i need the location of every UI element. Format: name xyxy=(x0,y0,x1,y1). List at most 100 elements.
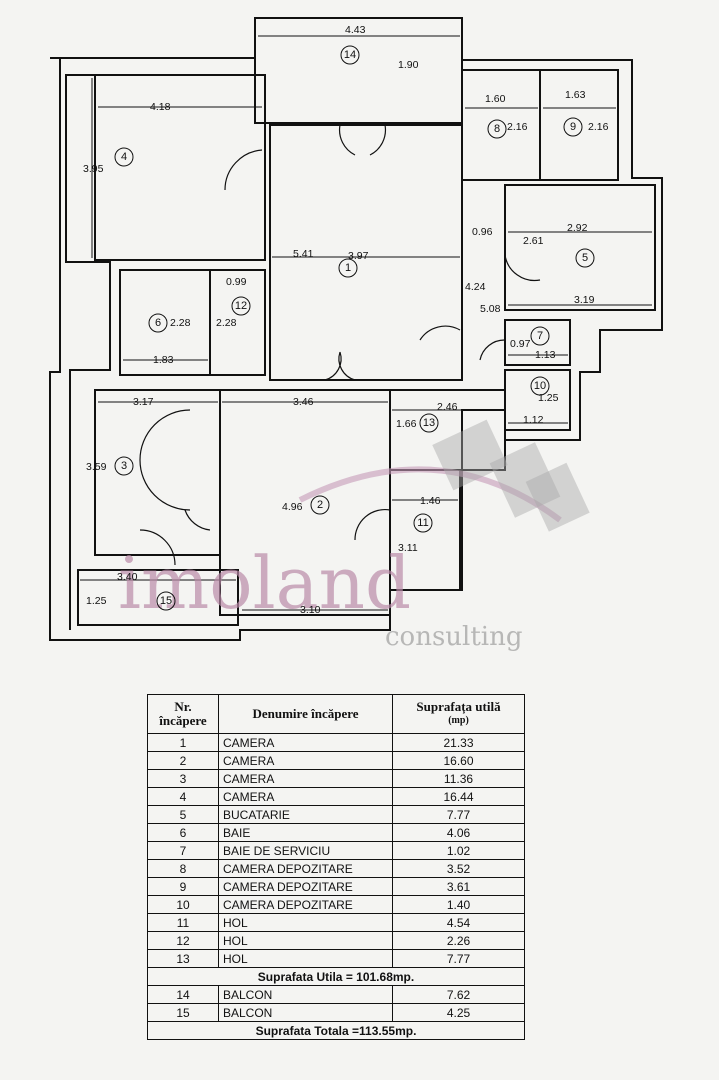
room-number-6: 6 xyxy=(155,317,161,329)
room-nr-cell: 4 xyxy=(147,787,219,806)
room-number-13: 13 xyxy=(423,417,435,429)
room-4-outline xyxy=(94,74,266,261)
room-name-cell: BAIE xyxy=(218,823,393,842)
area-header-unit: (mp) xyxy=(448,715,469,726)
room-area-cell: 7.77 xyxy=(392,805,525,824)
room-area-cell: 4.06 xyxy=(392,823,525,842)
room-area-cell: 2.26 xyxy=(392,931,525,950)
nr-header-line2: încăpere xyxy=(159,713,207,728)
room-name-cell: BALCON xyxy=(218,985,393,1004)
room-8-outline xyxy=(461,69,541,181)
room-name-cell: CAMERA xyxy=(218,769,393,788)
room-number-circle xyxy=(310,495,330,515)
room-name-cell: CAMERA xyxy=(218,751,393,770)
room-name-cell: HOL xyxy=(218,931,393,950)
dimension-label: 4.18 xyxy=(150,101,171,113)
room-area-cell: 16.60 xyxy=(392,751,525,770)
room-7-outline xyxy=(504,319,571,366)
room-number-8: 8 xyxy=(494,123,500,135)
room-name-cell: BAIE DE SERVICIU xyxy=(218,841,393,860)
dimension-label: 1.13 xyxy=(535,349,556,361)
room-number-7: 7 xyxy=(537,330,543,342)
dimension-label: 1.12 xyxy=(523,414,544,426)
room-number-15: 15 xyxy=(160,595,172,607)
room-number-circle xyxy=(563,117,583,137)
room-nr-cell: 11 xyxy=(147,913,219,932)
room-area-cell: 1.02 xyxy=(392,841,525,860)
grand-total: Suprafata Totala =113.55mp. xyxy=(147,1021,525,1040)
room-5-outline xyxy=(504,184,656,311)
room-nr-cell: 15 xyxy=(147,1003,219,1022)
dimension-label: 5.08 xyxy=(480,303,501,315)
room-area-cell: 16.44 xyxy=(392,787,525,806)
dimension-label: 3.40 xyxy=(117,571,138,583)
room-area-cell: 4.54 xyxy=(392,913,525,932)
room-number-10: 10 xyxy=(534,380,546,392)
room-name-cell: BUCATARIE xyxy=(218,805,393,824)
dimension-label: 4.24 xyxy=(465,281,486,293)
dimension-label: 3.10 xyxy=(300,604,321,616)
dimension-label: 3.19 xyxy=(574,294,595,306)
room-nr-cell: 2 xyxy=(147,751,219,770)
dimension-label: 1.63 xyxy=(565,89,586,101)
room-area-cell: 3.52 xyxy=(392,859,525,878)
room-number-circle xyxy=(530,326,550,346)
dimension-label: 0.99 xyxy=(226,276,247,288)
dimension-label: 2.28 xyxy=(170,317,191,329)
room-number-circle xyxy=(530,376,550,396)
room-number-5: 5 xyxy=(582,252,588,264)
nr-header: Nr. încăpere xyxy=(147,694,219,734)
summary-row: Suprafata Utila = 101.68mp. xyxy=(147,967,525,986)
dimension-label: 3.95 xyxy=(83,163,104,175)
dimension-label: 3.17 xyxy=(133,396,154,408)
nr-header-line1: Nr. xyxy=(174,699,192,714)
room-number-2: 2 xyxy=(317,499,323,511)
dimension-label: 3.59 xyxy=(86,461,107,473)
area-header-label: Suprafața utilă xyxy=(416,699,501,714)
room-name-cell: CAMERA DEPOZITARE xyxy=(218,859,393,878)
room-nr-cell: 12 xyxy=(147,931,219,950)
summary-row: Suprafata Totala =113.55mp. xyxy=(147,1021,525,1040)
room-9-outline xyxy=(539,69,619,181)
room-number-circle xyxy=(487,119,507,139)
dimension-label: 5.41 xyxy=(293,248,314,260)
room-nr-cell: 13 xyxy=(147,949,219,968)
room-number-circle xyxy=(413,513,433,533)
room-area-cell: 1.40 xyxy=(392,895,525,914)
dimension-label: 3.11 xyxy=(398,542,418,554)
room-nr-cell: 9 xyxy=(147,877,219,896)
room-nr-cell: 10 xyxy=(147,895,219,914)
room-number-circle xyxy=(114,456,134,476)
dimension-label: 4.43 xyxy=(345,24,366,36)
room-area-cell: 7.77 xyxy=(392,949,525,968)
dimension-label: 1.83 xyxy=(153,354,174,366)
room-nr-cell: 1 xyxy=(147,733,219,752)
room-3-outline xyxy=(94,389,221,556)
dimension-label: 3.46 xyxy=(293,396,314,408)
dimension-label: 2.16 xyxy=(588,121,609,133)
dimension-label: 1.66 xyxy=(396,418,417,430)
watermark-tagline: consulting xyxy=(385,622,523,652)
room-nr-cell: 3 xyxy=(147,769,219,788)
room-15-outline xyxy=(77,569,239,626)
room-1-outline xyxy=(269,124,463,381)
dimension-label: 0.97 xyxy=(510,338,531,350)
room-name-cell: BALCON xyxy=(218,1003,393,1022)
room-area-cell: 11.36 xyxy=(392,769,525,788)
room-area-cell: 4.25 xyxy=(392,1003,525,1022)
room-number-circle xyxy=(156,591,176,611)
room-nr-cell: 7 xyxy=(147,841,219,860)
dimension-label: 2.92 xyxy=(567,222,588,234)
room-name-cell: CAMERA DEPOZITARE xyxy=(218,895,393,914)
dimension-label: 1.46 xyxy=(420,495,441,507)
